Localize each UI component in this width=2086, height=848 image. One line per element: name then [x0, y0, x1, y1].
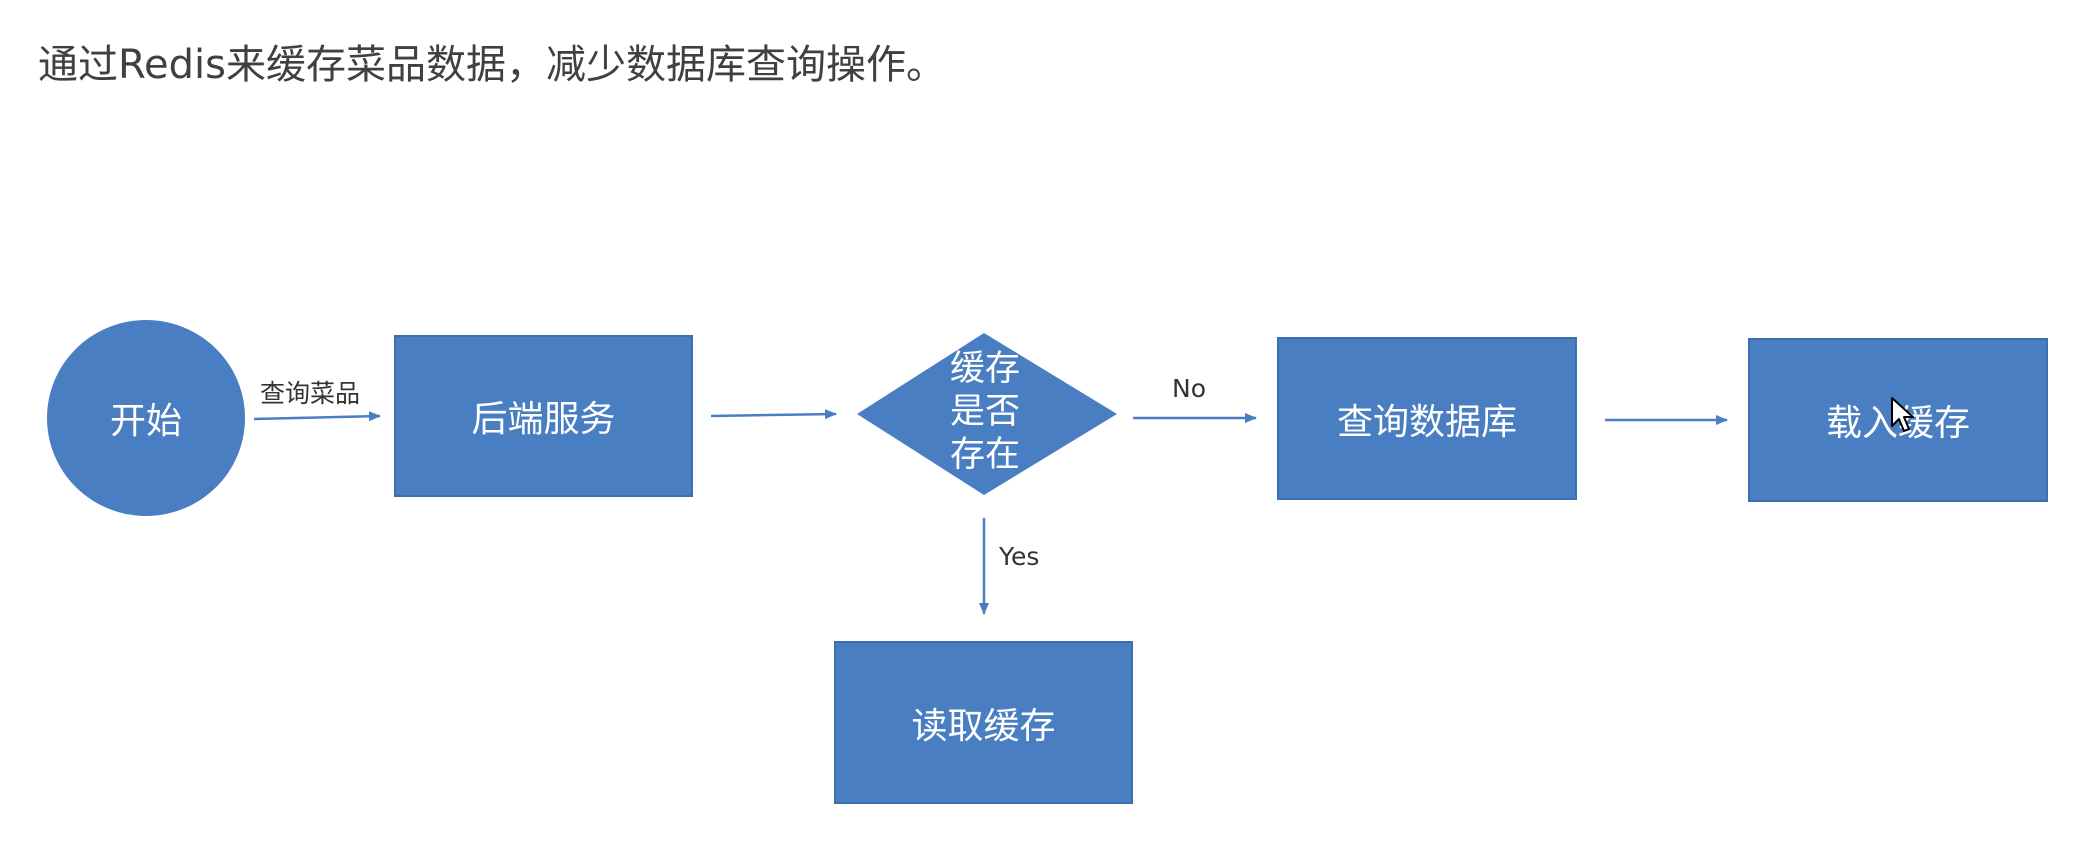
decision-label-line-1: 缓存: [949, 349, 1020, 389]
decision-diamond: [857, 333, 1117, 495]
edge-label-query-dishes: 查询菜品: [260, 379, 361, 408]
query-database-node: 查询数据库: [1277, 337, 1577, 500]
mouse-pointer-icon: [1891, 397, 1914, 432]
decision-label-line-2: 是否: [949, 392, 1020, 432]
start-node-label: 开始: [109, 401, 182, 442]
arrow-start-to-backend: [253, 411, 381, 422]
page-title: 通过Redis来缓存菜品数据，减少数据库查询操作。: [38, 42, 946, 88]
start-node: 开始: [47, 320, 245, 516]
edge-label-yes: Yes: [999, 542, 1040, 571]
backend-service-label: 后端服务: [471, 399, 616, 440]
backend-service-node: 后端服务: [394, 335, 693, 497]
read-cache-label: 读取缓存: [911, 705, 1056, 747]
edge-label-no: No: [1172, 374, 1206, 403]
load-cache-node: 载入缓存: [1748, 338, 2048, 502]
query-database-label: 查询数据库: [1336, 401, 1517, 443]
decision-node-label: 缓存 是否 存在: [925, 348, 1045, 477]
read-cache-node: 读取缓存: [834, 641, 1133, 804]
arrow-backend-to-decision: [710, 409, 837, 420]
decision-label-line-3: 存在: [949, 435, 1020, 475]
